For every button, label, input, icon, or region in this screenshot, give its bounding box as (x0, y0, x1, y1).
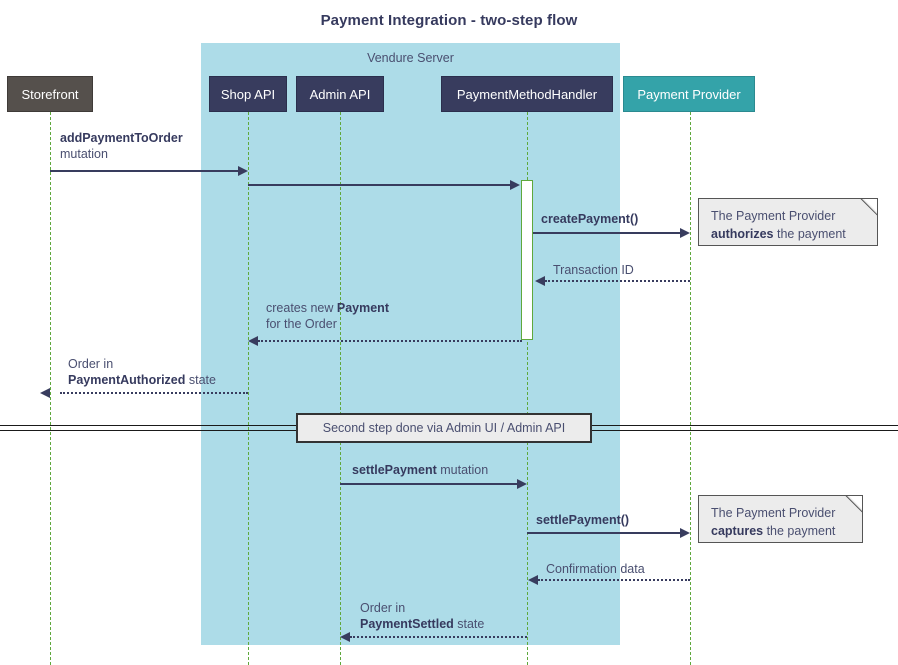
message-label-transaction-id: Transaction ID (553, 262, 634, 278)
message-arrow-payment-settled (350, 636, 527, 638)
note-capture-line2-bold: captures (711, 524, 764, 538)
page-title: Payment Integration - two-step flow (320, 12, 578, 29)
note-capture-line1: The Payment Provider (711, 506, 836, 520)
lifeline-payment-provider (690, 112, 691, 665)
message-label-settle-payment-call-text: settlePayment() (536, 513, 630, 527)
participant-payment-method-handler[interactable]: PaymentMethodHandler (441, 76, 613, 112)
message-arrow-create-payment (533, 232, 680, 234)
activation-bar-payment-method-handler (521, 180, 533, 340)
message-label-transaction-id-text: Transaction ID (553, 263, 634, 277)
message-label-payment-authorized: Order in PaymentAuthorized state (68, 356, 216, 388)
message-label-creates-new-payment-line2: for the Order (266, 317, 337, 331)
message-label-payment-authorized-bold: PaymentAuthorized (68, 373, 186, 387)
message-label-payment-authorized-line1: Order in (68, 357, 114, 371)
message-arrow-settle-payment-call (527, 532, 680, 534)
message-label-creates-new-payment: creates new Payment for the Order (266, 300, 389, 332)
note-fold-edge-icon-2 (845, 495, 863, 513)
message-label-create-payment-text: createPayment() (541, 212, 639, 226)
message-arrow-transaction-id (545, 280, 690, 282)
note-authorize-line2-post: the payment (773, 227, 846, 241)
lifeline-shop-api (248, 112, 249, 665)
lifeline-storefront (50, 112, 51, 665)
message-label-settle-payment-mutation: settlePayment mutation (352, 462, 488, 478)
message-label-settle-payment-call: settlePayment() (536, 512, 629, 528)
message-label-payment-settled: Order in PaymentSettled state (360, 600, 484, 632)
note-authorize-line1: The Payment Provider (711, 209, 836, 223)
arrowhead-add-payment-to-order (238, 166, 248, 176)
note-payment-provider-captures: The Payment Provider captures the paymen… (698, 495, 863, 543)
participant-payment-provider[interactable]: Payment Provider (623, 76, 755, 112)
note-authorize-line2-bold: authorizes (711, 227, 774, 241)
arrowhead-transaction-id (535, 276, 545, 286)
message-label-creates-new-payment-pre: creates new (266, 301, 337, 315)
arrowhead-create-payment (680, 228, 690, 238)
arrowhead-payment-settled (340, 632, 350, 642)
message-label-add-payment-to-order-line2: mutation (60, 147, 108, 161)
arrowhead-confirmation-data (528, 575, 538, 585)
note-capture-line2-post: the payment (763, 524, 836, 538)
arrowhead-settle-payment-mutation (517, 479, 527, 489)
note-fold-edge-icon (860, 198, 878, 216)
message-arrow-confirmation-data (538, 579, 690, 581)
lifeline-admin-api (340, 112, 341, 665)
group-box-vendure-server (201, 43, 620, 645)
message-label-confirmation-data-text: Confirmation data (546, 562, 645, 576)
group-label-vendure-server: Vendure Server (367, 51, 454, 65)
message-arrow-creates-new-payment (258, 340, 522, 342)
participant-shop-api[interactable]: Shop API (209, 76, 287, 112)
participant-admin-api[interactable]: Admin API (296, 76, 384, 112)
note-payment-provider-authorizes: The Payment Provider authorizes the paym… (698, 198, 878, 246)
message-label-confirmation-data: Confirmation data (546, 561, 645, 577)
message-arrow-add-payment-to-order (50, 170, 240, 172)
message-label-settle-payment-mutation-bold: settlePayment (352, 463, 437, 477)
message-label-payment-settled-post: state (453, 617, 485, 631)
message-label-payment-settled-line1: Order in (360, 601, 406, 615)
message-label-creates-new-payment-bold: Payment (336, 301, 389, 315)
message-label-add-payment-to-order: addPaymentToOrder mutation (60, 130, 183, 162)
message-label-settle-payment-mutation-post: mutation (436, 463, 489, 477)
lifeline-payment-method-handler (527, 112, 528, 665)
message-arrow-shop-api-to-handler (248, 184, 510, 186)
arrowhead-creates-new-payment (248, 336, 258, 346)
arrowhead-shop-api-to-handler (510, 180, 520, 190)
message-label-add-payment-to-order-bold: addPaymentToOrder (60, 131, 183, 145)
participant-storefront[interactable]: Storefront (7, 76, 93, 112)
message-arrow-payment-authorized (60, 392, 248, 394)
message-label-create-payment: createPayment() (541, 211, 638, 227)
arrowhead-settle-payment-call (680, 528, 690, 538)
message-label-payment-authorized-post: state (185, 373, 216, 387)
message-arrow-settle-payment-mutation (340, 483, 517, 485)
message-label-payment-settled-bold: PaymentSettled (360, 617, 454, 631)
arrowhead-payment-authorized (40, 388, 50, 398)
divider-label-second-step: Second step done via Admin UI / Admin AP… (296, 413, 592, 443)
